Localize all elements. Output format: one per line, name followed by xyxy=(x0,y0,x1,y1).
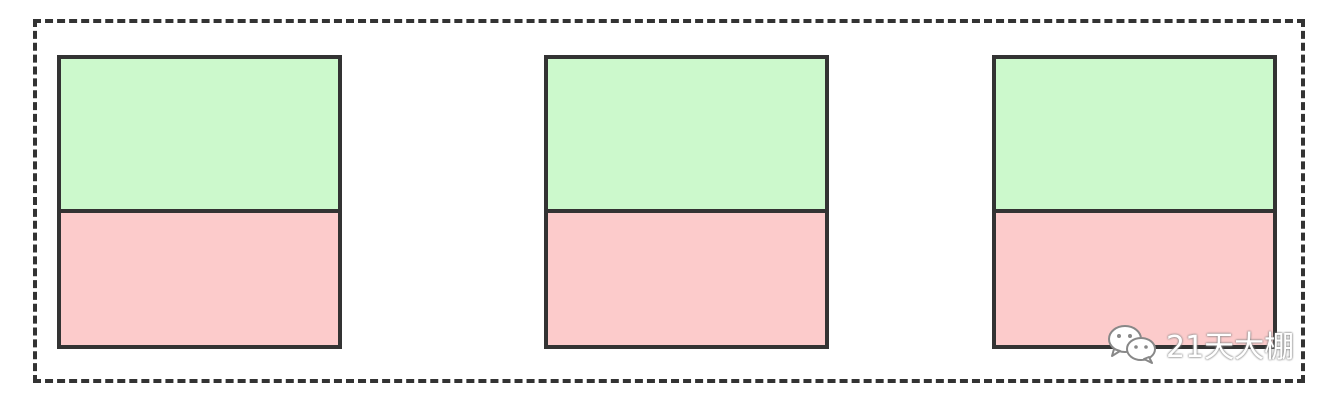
watermark: 21天大棚 xyxy=(1106,322,1294,366)
box-1 xyxy=(57,55,342,349)
box-1-bottom-section xyxy=(61,213,338,345)
box-3-bottom-section xyxy=(996,213,1273,345)
box-1-top-section xyxy=(61,59,338,213)
box-2 xyxy=(544,55,829,349)
dashed-container xyxy=(33,19,1305,383)
wechat-icon xyxy=(1106,323,1158,365)
box-3 xyxy=(992,55,1277,349)
box-2-bottom-section xyxy=(548,213,825,345)
watermark-text: 21天大棚 xyxy=(1166,330,1295,365)
box-3-top-section xyxy=(996,59,1273,213)
box-2-top-section xyxy=(548,59,825,213)
